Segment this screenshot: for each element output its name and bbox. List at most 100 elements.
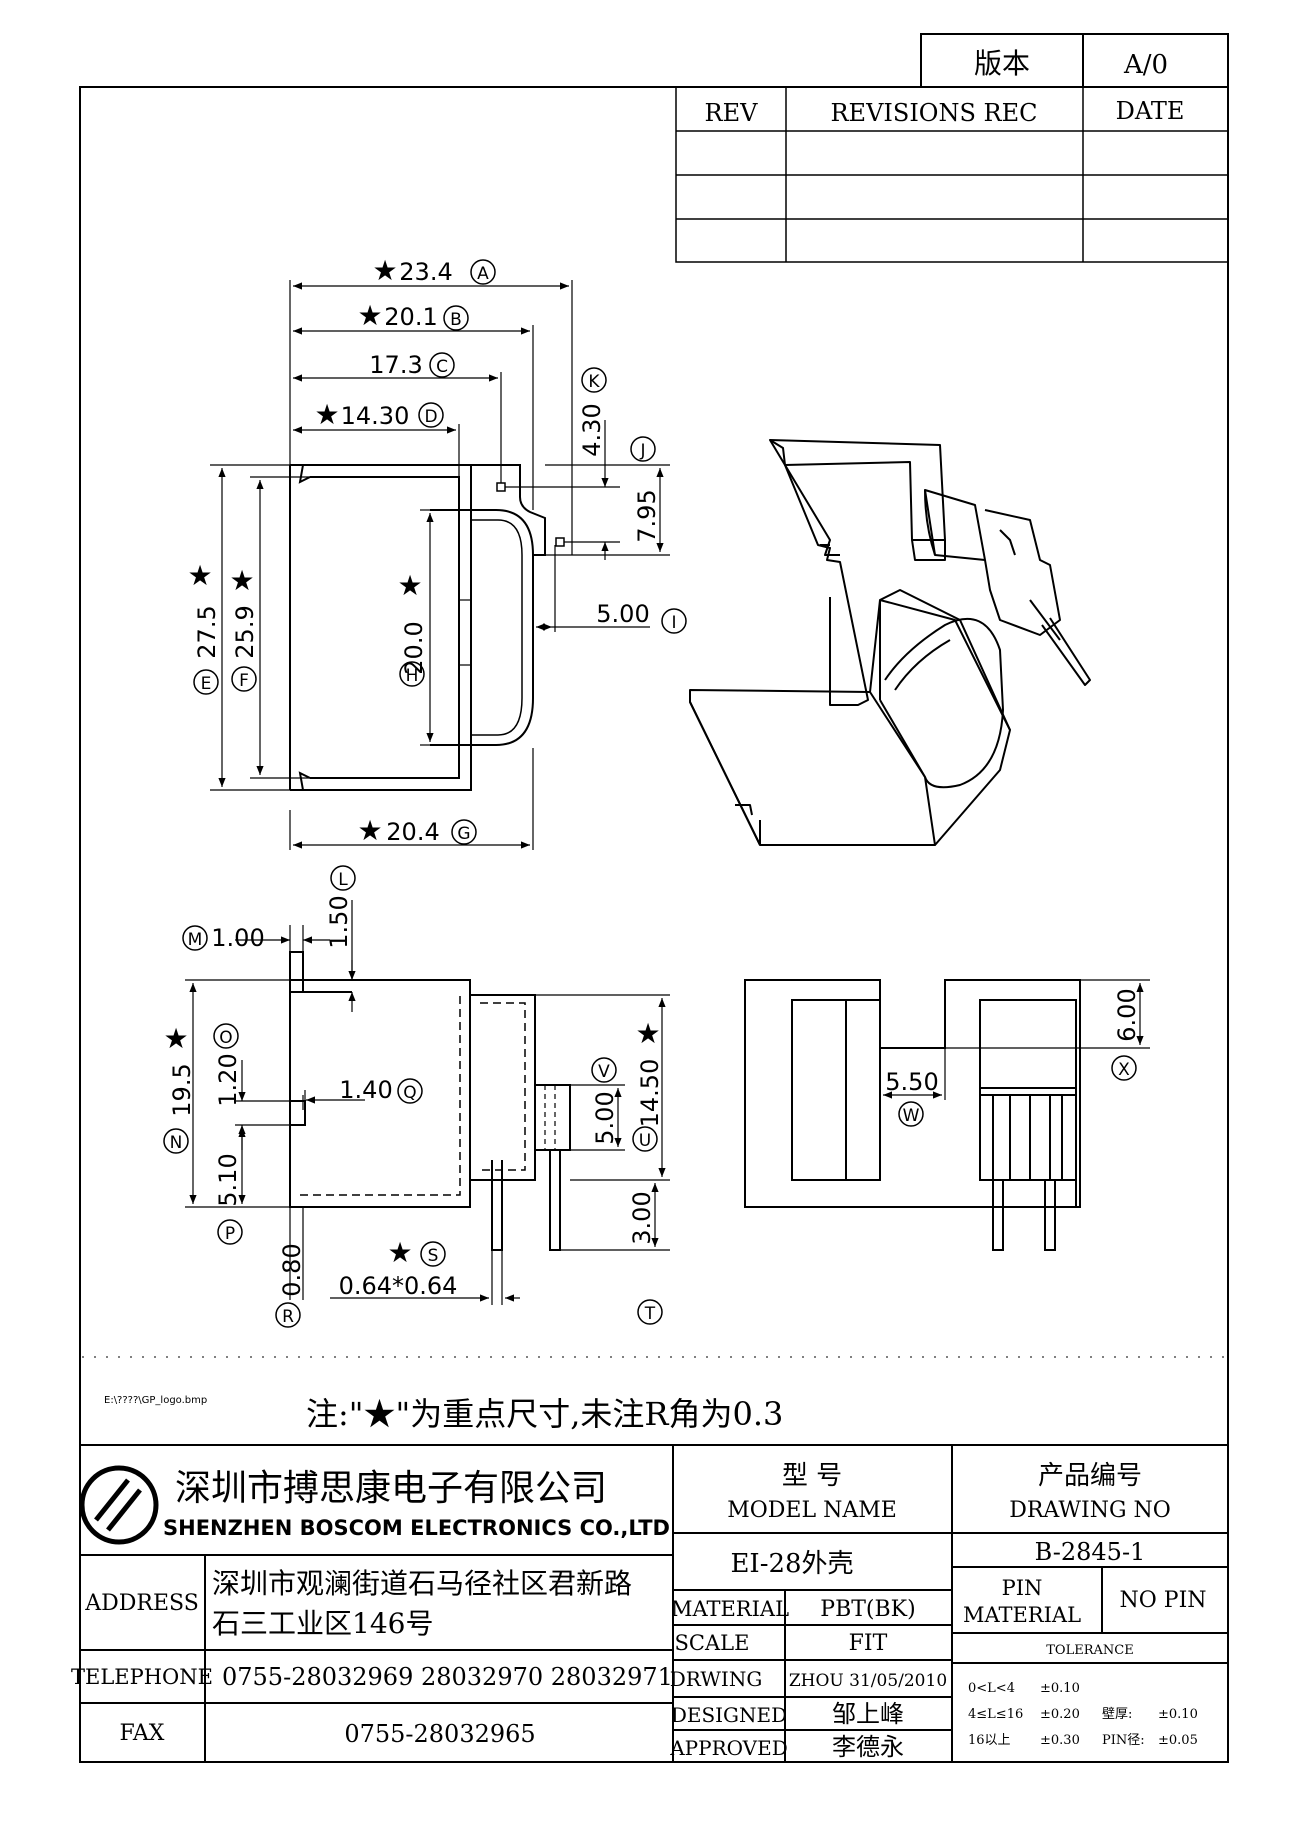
dim-l-bubble <box>330 865 356 891</box>
company-name-cn: 深圳市搏思康电子有限公司 <box>175 1468 607 1509</box>
dim-h-value: 20.0 <box>400 621 428 674</box>
material-label: MATERIAL <box>671 1597 789 1621</box>
dim-m-value: 1.00 <box>211 924 264 952</box>
dim-i-value: 5.00 <box>596 600 649 628</box>
dim-t-value: 3.00 <box>628 1191 656 1244</box>
dim-d-letter: D <box>424 407 437 427</box>
dim-o-value: 1.20 <box>214 1053 242 1106</box>
tolerance-range-1: 0<L<4 <box>968 1681 1015 1696</box>
approved-label: APPROVED <box>669 1736 788 1760</box>
top-view-dimensions <box>210 280 670 850</box>
dim-q-letter: Q <box>403 1083 416 1103</box>
pin-material-label-2: MATERIAL <box>963 1603 1081 1627</box>
designed-label: DESIGNED <box>671 1703 787 1727</box>
version-label: 版本 <box>974 47 1030 80</box>
revisions-rec-header: REVISIONS REC <box>830 99 1037 127</box>
pin-material-value: NO PIN <box>1119 1588 1206 1613</box>
dim-r-letter: R <box>282 1307 294 1327</box>
dim-f-value: 25.9 <box>231 605 259 658</box>
dim-s-star: ★ <box>387 1236 412 1269</box>
dim-f-bubble <box>231 666 257 692</box>
pin-material-label-1: PIN <box>1002 1576 1043 1600</box>
address-label: ADDRESS <box>84 1591 199 1616</box>
dim-x-letter: X <box>1118 1060 1130 1080</box>
dim-q-value: 1.40 <box>339 1076 392 1104</box>
model-label-cn: 型 号 <box>782 1461 842 1491</box>
company-name-en: SHENZHEN BOSCOM ELECTRONICS CO.,LTD <box>163 1516 670 1540</box>
dim-k-letter: K <box>588 372 600 392</box>
tolerance-extra-value-3: ±0.05 <box>1158 1733 1198 1748</box>
top-view-dimension-labels: ★ 23.4 A ★ 20.1 B 17.3 C ★ 14.30 D ★ 20.… <box>187 254 687 847</box>
dim-g-value: 20.4 <box>386 818 439 846</box>
front-view-dimension-labels: L 1.50 M 1.00 ★ 19.5 N O 1.20 5.10 P 1.4… <box>163 865 664 1328</box>
dim-p-letter: P <box>225 1224 235 1244</box>
dim-b-bubble <box>443 305 469 331</box>
tolerance-extra-value-2: ±0.10 <box>1158 1707 1198 1722</box>
dim-r-bubble <box>275 1302 301 1328</box>
dim-x-bubble <box>1111 1055 1137 1081</box>
dim-p-bubble <box>217 1219 243 1245</box>
dim-h-letter: H <box>406 666 419 686</box>
dim-h-bubble <box>399 661 425 687</box>
model-value: EI-28外壳 <box>730 1549 853 1579</box>
company-logo-icon <box>79 1465 159 1545</box>
dim-j-value: 7.95 <box>633 489 661 542</box>
dim-o-bubble <box>213 1023 239 1049</box>
dim-j-bubble <box>630 436 656 462</box>
side-view-dimensions <box>879 979 1150 1100</box>
drawing-note: 注:"★"为重点尺寸,未注R角为0.3 <box>306 1395 783 1433</box>
version-value: A/0 <box>1123 50 1168 80</box>
dim-j-letter: J <box>639 441 645 461</box>
address-line-1: 深圳市观澜街道石马径社区君新路 <box>212 1567 632 1600</box>
dim-c-bubble <box>429 352 455 378</box>
dim-o-letter: O <box>219 1028 232 1048</box>
drawing-value: B-2845-1 <box>1035 1538 1146 1566</box>
tolerance-value-2: ±0.20 <box>1040 1707 1080 1722</box>
dim-v-bubble <box>591 1057 617 1083</box>
tolerance-value-1: ±0.10 <box>1040 1681 1080 1696</box>
drawing-label-en: DRAWING NO <box>1009 1498 1171 1523</box>
dim-b-letter: B <box>450 310 462 330</box>
title-block <box>80 1444 1228 1762</box>
dim-m-bubble <box>182 925 208 951</box>
tolerance-extra-label-2: 壁厚: <box>1102 1707 1132 1722</box>
tolerance-value-3: ±0.30 <box>1040 1733 1080 1748</box>
drawing-by-label: DRWING <box>670 1667 763 1691</box>
address-line-2: 石三工业区146号 <box>212 1607 433 1640</box>
dim-d-value: 14.30 <box>341 402 410 430</box>
scale-value: FIT <box>849 1631 888 1656</box>
dim-i-letter: I <box>671 613 676 633</box>
dim-a-star: ★ <box>372 254 397 287</box>
dim-f-letter: F <box>239 671 249 691</box>
isometric-view <box>689 439 1091 846</box>
tolerance-range-2: 4≤L≤16 <box>968 1707 1023 1722</box>
dim-b-value: 20.1 <box>384 303 437 331</box>
dim-h-star: ★ <box>397 569 422 602</box>
dim-c-value: 17.3 <box>369 351 422 379</box>
dim-e-letter: E <box>201 674 212 694</box>
dim-m-letter: M <box>188 930 203 950</box>
dim-a-value: 23.4 <box>399 258 452 286</box>
dim-a-letter: A <box>477 264 489 284</box>
dim-u-bubble <box>632 1126 658 1152</box>
material-value: PBT(BK) <box>820 1597 915 1622</box>
dim-l-letter: L <box>338 870 348 890</box>
dim-c-letter: C <box>436 357 448 377</box>
revision-table <box>675 86 1229 263</box>
dim-k-value: 4.30 <box>578 403 606 456</box>
side-view <box>744 979 1081 1251</box>
dim-s-bubble <box>420 1241 446 1267</box>
dim-x-value: 6.00 <box>1113 988 1141 1041</box>
dim-i-bubble <box>661 608 687 634</box>
model-label-en: MODEL NAME <box>727 1498 897 1523</box>
dim-g-bubble <box>451 819 477 845</box>
dim-u-value: 14.50 <box>636 1059 664 1128</box>
dim-p-value: 5.10 <box>214 1153 242 1206</box>
dim-e-bubble <box>193 669 219 695</box>
front-view <box>289 951 571 1251</box>
dim-t-letter: T <box>644 1304 656 1324</box>
tolerance-extra-label-3: PIN径: <box>1102 1733 1145 1748</box>
drawing-by-value: ZHOU 31/05/2010 <box>789 1671 947 1691</box>
tolerance-label: TOLERANCE <box>1046 1643 1133 1658</box>
